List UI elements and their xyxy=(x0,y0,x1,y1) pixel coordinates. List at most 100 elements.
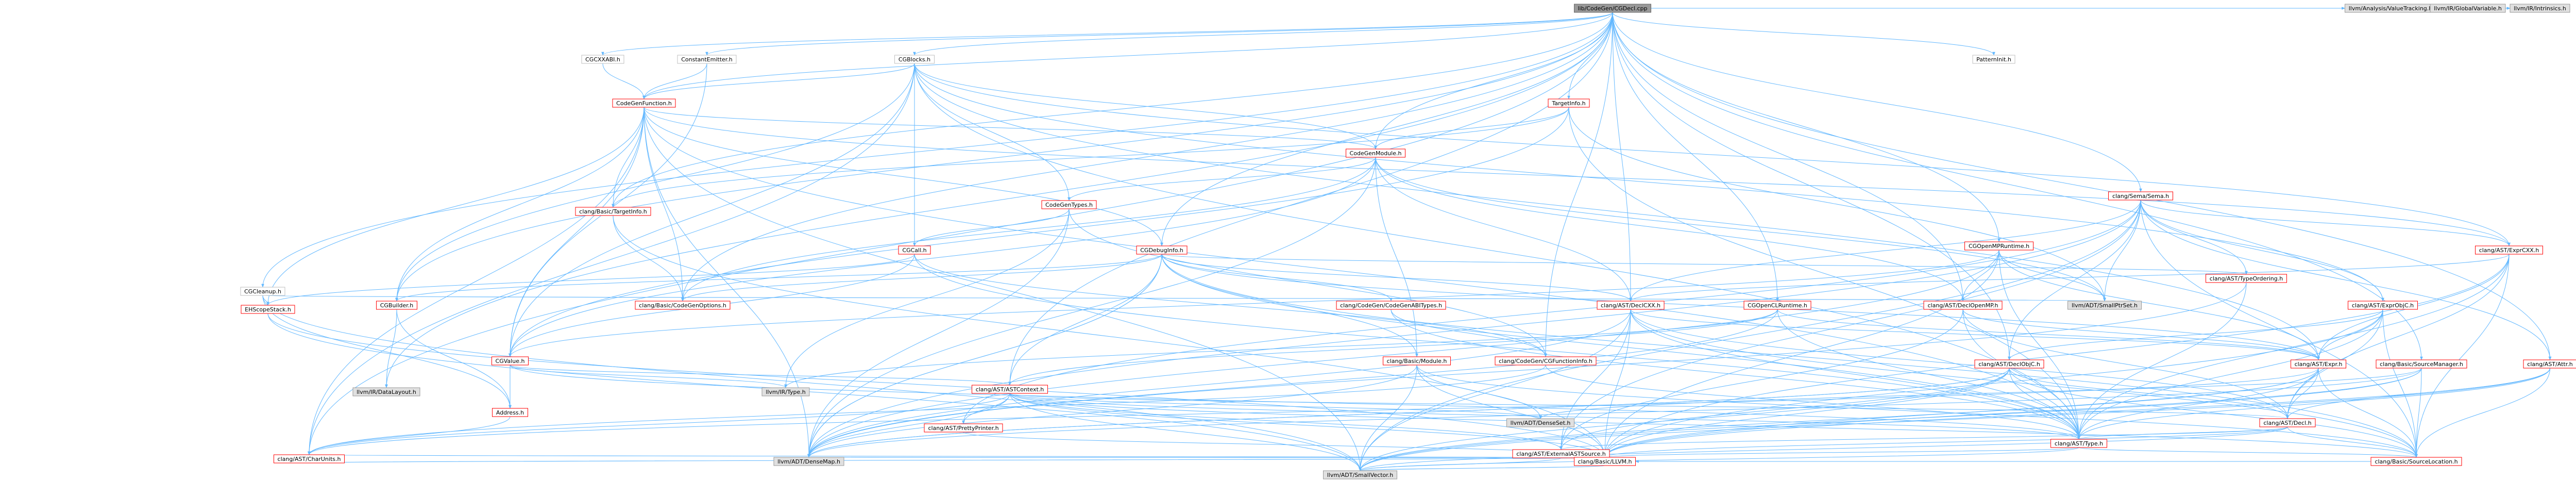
node-charunits[interactable]: clang/AST/CharUnits.h xyxy=(274,454,345,464)
node-box xyxy=(241,305,295,314)
edge-codegenabitypes-to-type xyxy=(1391,309,2080,440)
node-box xyxy=(1964,241,2033,251)
node-basicllvm[interactable]: clang/Basic/LLVM.h xyxy=(1574,457,1636,466)
node-intrinsics[interactable]: llvm/IR/Intrinsics.h xyxy=(2510,4,2570,13)
edge-cgdebuginfo-to-densemap xyxy=(807,254,1162,458)
node-label: ConstantEmitter.h xyxy=(681,56,733,63)
node-type[interactable]: clang/AST/Type.h xyxy=(2050,439,2107,448)
node-targetinfo[interactable]: TargetInfo.h xyxy=(1548,98,1590,108)
node-sourcelocation[interactable]: clang/Basic/SourceLocation.h xyxy=(2370,457,2462,466)
node-expr[interactable]: clang/AST/Expr.h xyxy=(2291,359,2346,369)
node-basictargetinfo[interactable]: clang/Basic/TargetInfo.h xyxy=(575,207,651,216)
node-box xyxy=(274,454,345,464)
edge-codegenmodule-to-densemap xyxy=(807,157,1376,458)
node-codegenmodule[interactable]: CodeGenModule.h xyxy=(1346,148,1405,158)
node-densemap[interactable]: llvm/ADT/DenseMap.h xyxy=(773,457,844,466)
node-label: TargetInfo.h xyxy=(1551,100,1585,107)
edge-typeordering-to-type xyxy=(2077,282,2247,440)
node-semasema[interactable]: clang/Sema/Sema.h xyxy=(2108,191,2173,201)
node-prettyprinter[interactable]: clang/AST/PrettyPrinter.h xyxy=(924,423,1003,433)
node-ehscopestack[interactable]: EHScopeStack.h xyxy=(241,305,295,314)
node-box xyxy=(924,423,1003,433)
edge-cgdebuginfo-to-expr xyxy=(1161,254,2320,360)
node-cgblocks[interactable]: CGBlocks.h xyxy=(894,55,935,64)
edge-declobjc-to-densemap xyxy=(807,368,2010,458)
node-box xyxy=(894,55,935,64)
node-label: clang/Basic/CodeGenOptions.h xyxy=(639,302,726,309)
node-decl[interactable]: clang/AST/Decl.h xyxy=(2259,418,2316,427)
edge-codegenmodule-to-basicmodule xyxy=(1375,157,1418,357)
node-attr[interactable]: clang/AST/Attr.h xyxy=(2523,359,2576,369)
node-codegenfunction[interactable]: CodeGenFunction.h xyxy=(612,98,676,108)
node-cgbuilder[interactable]: CGBuilder.h xyxy=(376,301,417,310)
node-denseset[interactable]: llvm/ADT/DenseSet.h xyxy=(1506,418,1574,427)
node-exprcxx[interactable]: clang/AST/ExprCXX.h xyxy=(2475,245,2543,255)
node-astcontext[interactable]: clang/AST/ASTContext.h xyxy=(972,385,1048,394)
edge-expr-to-type xyxy=(2077,368,2319,440)
node-datalayout[interactable]: llvm/IR/DataLayout.h xyxy=(352,387,420,396)
edge-cgdebuginfo-to-sourcelocation xyxy=(1161,254,2418,458)
edge-codegenmodule-to-smallptrset xyxy=(1375,157,2106,302)
node-cgopenmpruntime[interactable]: CGOpenMPRuntime.h xyxy=(1964,241,2033,251)
node-root[interactable]: lib/CodeGen/CGDecl.cpp xyxy=(1574,4,1651,13)
node-cgdebuginfo[interactable]: CGDebugInfo.h xyxy=(1136,245,1188,255)
edge-sourcemanager-to-smallvector xyxy=(1359,368,2422,471)
node-externalastsource[interactable]: clang/AST/ExternalASTSource.h xyxy=(1512,449,1610,458)
node-smallptrset[interactable]: llvm/ADT/SmallPtrSet.h xyxy=(2067,301,2142,310)
node-sourcemanager[interactable]: clang/Basic/SourceManager.h xyxy=(2376,359,2467,369)
node-codegentypes[interactable]: CodeGenTypes.h xyxy=(1041,200,1097,209)
node-cgopenclruntime[interactable]: CGOpenCLRuntime.h xyxy=(1743,301,1811,310)
edge-charunits-to-basicllvm xyxy=(309,457,1605,464)
node-declopenmp[interactable]: clang/AST/DeclOpenMP.h xyxy=(1923,301,2003,310)
edge-basicmodule-to-sourcelocation xyxy=(1416,365,2418,458)
edge-declobjc-to-basicllvm xyxy=(1603,368,2010,458)
node-exprobjc[interactable]: clang/AST/ExprObjC.h xyxy=(2348,301,2418,310)
node-globalvariable[interactable]: llvm/IR/GlobalVariable.h xyxy=(2430,4,2506,13)
node-codegenabitypes[interactable]: clang/CodeGen/CodeGenABITypes.h xyxy=(1336,301,1446,310)
node-valuetracking[interactable]: llvm/Analysis/ValueTracking.h xyxy=(2345,4,2436,13)
edge-codegenfunction-to-basictargetinfo xyxy=(612,107,645,208)
node-declcxx[interactable]: clang/AST/DeclCXX.h xyxy=(1597,301,1665,310)
edge-declcxx-to-densemap xyxy=(807,309,1631,458)
edge-targetinfo-to-codegenmodule xyxy=(1374,107,1569,150)
node-cgfunctioninfo[interactable]: clang/CodeGen/CGFunctionInfo.h xyxy=(1495,356,1597,366)
edge-cgblocks-to-exprcxx xyxy=(914,63,2511,246)
node-box xyxy=(2475,245,2543,255)
node-cgcxxabi[interactable]: CGCXXABI.h xyxy=(581,55,624,64)
node-constantemitter[interactable]: ConstantEmitter.h xyxy=(677,55,737,64)
node-box xyxy=(1743,301,1811,310)
edge-basicmodule-to-basicllvm xyxy=(1416,365,1606,458)
edge-cgblocks-to-charunits xyxy=(308,63,915,455)
edge-cgblocks-to-type xyxy=(914,63,2080,440)
edge-cgvalue-to-astcontext xyxy=(510,365,1011,386)
edge-basicmodule-to-denseset xyxy=(1416,365,1542,419)
node-label: llvm/ADT/DenseSet.h xyxy=(1511,420,1571,426)
node-basicmodule[interactable]: clang/Basic/Module.h xyxy=(1383,356,1451,366)
node-label: lib/CodeGen/CGDecl.cpp xyxy=(1578,5,1648,12)
node-cgcall[interactable]: CGCall.h xyxy=(898,245,931,255)
node-address[interactable]: Address.h xyxy=(492,408,528,417)
edge-cgbuilder-to-address xyxy=(396,309,512,409)
edge-type-to-basicllvm xyxy=(1603,447,2079,458)
node-box xyxy=(2206,274,2287,283)
node-box xyxy=(1974,359,2044,369)
edge-semasema-to-prettyprinter xyxy=(962,200,2141,424)
node-label: llvm/Analysis/ValueTracking.h xyxy=(2349,5,2433,12)
edge-exprobjc-to-sourcelocation xyxy=(2382,309,2418,458)
node-box xyxy=(761,387,810,396)
node-declobjc[interactable]: clang/AST/DeclObjC.h xyxy=(1974,359,2044,369)
node-smallvector[interactable]: llvm/ADT/SmallVector.h xyxy=(1323,470,1397,479)
edge-root-to-astcontext xyxy=(1008,12,1613,386)
node-box xyxy=(1336,301,1446,310)
edge-externalastsource-to-charunits xyxy=(309,454,1562,458)
node-cgvalue[interactable]: CGValue.h xyxy=(492,356,529,366)
node-cgcleanup[interactable]: CGCleanup.h xyxy=(240,287,285,296)
edge-root-to-cgopenmpruntime xyxy=(1612,12,2001,242)
node-patterninit[interactable]: PatternInit.h xyxy=(1972,55,2015,64)
node-typeordering[interactable]: clang/AST/TypeOrdering.h xyxy=(2206,274,2287,283)
edge-cgopenmpruntime-to-expr xyxy=(1998,250,2320,360)
edge-cgcleanup-to-address xyxy=(262,295,512,409)
node-irtype[interactable]: llvm/IR/Type.h xyxy=(761,387,810,396)
node-codegenoptions[interactable]: clang/Basic/CodeGenOptions.h xyxy=(635,301,731,310)
node-box xyxy=(773,457,844,466)
